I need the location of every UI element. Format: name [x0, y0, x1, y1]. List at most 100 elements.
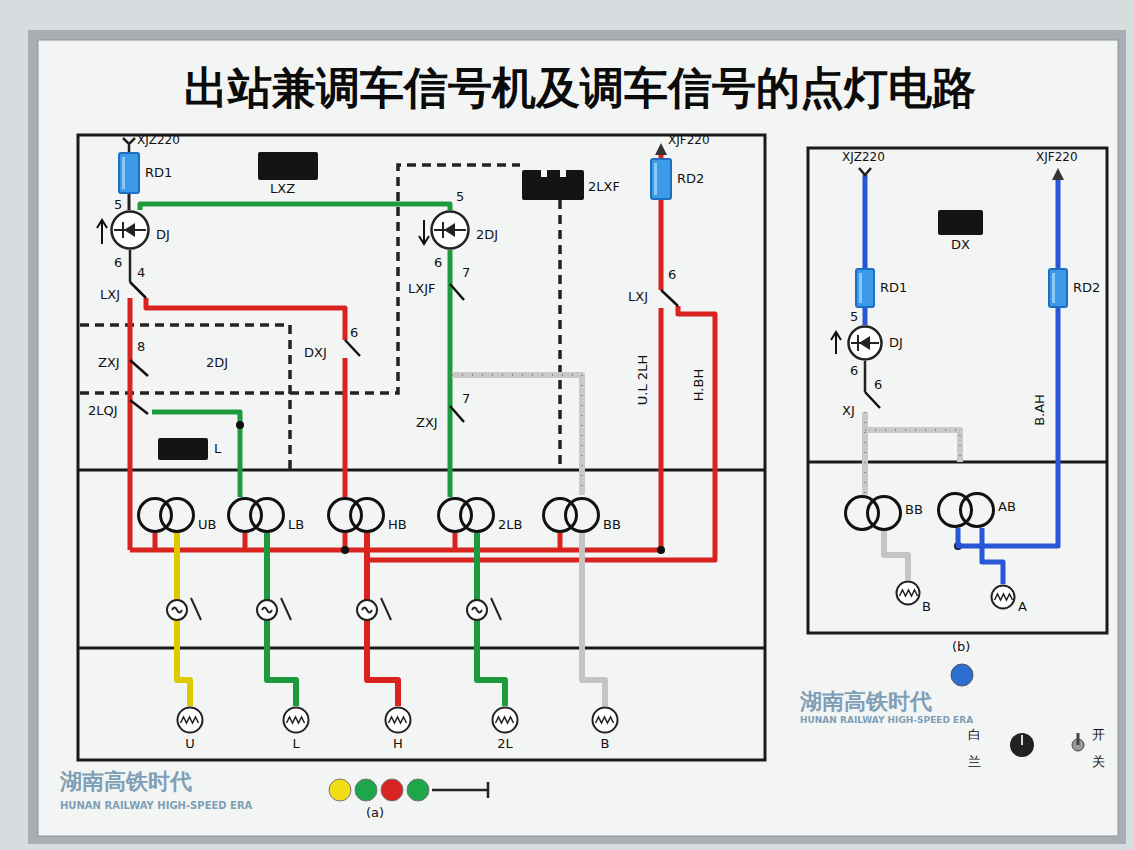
node-label: B — [922, 600, 931, 614]
shape-outline — [650, 158, 672, 200]
lamp-bulb — [284, 708, 309, 733]
fuse-body — [119, 153, 139, 193]
indicator-mark — [172, 598, 501, 620]
transformer-symbol: LB — [227, 497, 285, 533]
signal-label: 7 — [462, 392, 470, 406]
selector-knob — [1010, 733, 1034, 757]
lamp-filament — [995, 594, 1013, 600]
fuse-body — [1049, 269, 1067, 307]
block-body — [522, 170, 584, 200]
shape-outline — [895, 580, 921, 606]
block-notch — [560, 170, 566, 177]
shape-outline — [176, 706, 204, 734]
lamp-bulb — [386, 708, 411, 733]
node-label: RD1 — [145, 166, 172, 180]
shape-outline — [227, 497, 285, 533]
lamp-bulb — [897, 582, 920, 605]
coil-circle — [432, 212, 469, 249]
signal-label: LXJ — [100, 288, 120, 302]
transformer-symbol: HB — [327, 497, 385, 533]
node-label: DJ — [156, 228, 170, 242]
fuse-shine — [859, 273, 862, 303]
shape-outline — [938, 210, 983, 235]
signal-label: 5 — [456, 190, 464, 204]
diagram-title: 出站兼调车信号机及调车信号的点灯电路 — [40, 62, 1120, 115]
shape-outline — [430, 210, 470, 250]
lamp-symbol: A — [990, 584, 1016, 610]
shape-outline — [327, 497, 385, 533]
shape-outline — [1048, 268, 1068, 308]
node-label: DJ — [889, 336, 903, 350]
watermark-text: 湖南高铁时代 — [800, 690, 932, 714]
signal-label: 8 — [137, 340, 145, 354]
signal-label: 6 — [850, 364, 858, 378]
signal-label: 6 — [668, 268, 676, 282]
green-wire — [152, 250, 450, 497]
node-label: RD2 — [1073, 281, 1100, 295]
signal-label: DXJ — [304, 346, 327, 360]
fuse-box: RD2 — [650, 158, 672, 200]
signal-label: 6 — [350, 326, 358, 340]
transformer-symbol: 2LB — [437, 497, 495, 533]
fuse-shine — [654, 163, 657, 195]
shape-outline — [384, 706, 412, 734]
junction-dot — [341, 546, 349, 554]
signal-label: LXJ — [628, 290, 648, 304]
signal-label: 6 — [114, 256, 122, 270]
lamp-filament — [900, 590, 918, 596]
winding — [461, 499, 494, 532]
coil-mark — [434, 222, 466, 238]
wire-dots — [452, 375, 960, 495]
shape-outline — [522, 170, 584, 200]
board-face — [38, 40, 1118, 836]
coil-arrow — [444, 223, 455, 237]
signal-label: 7 — [462, 266, 470, 280]
lamp-symbol: H — [384, 706, 412, 734]
dashed-wire — [80, 165, 560, 470]
signal-label: 白 — [968, 728, 981, 742]
signal-label: 5 — [114, 198, 122, 212]
relay-contact — [130, 282, 880, 422]
lamp-bulb — [992, 586, 1015, 609]
lamp-filament — [389, 717, 407, 723]
node-label: L — [214, 442, 221, 456]
signal-label: 兰 — [968, 755, 981, 769]
signal-label: 2DJ — [206, 356, 228, 370]
wire-connector — [958, 308, 1058, 546]
lamp-button — [355, 779, 377, 801]
lamp-symbol: B — [895, 580, 921, 606]
node-label: B — [580, 737, 630, 751]
node-label: RD1 — [880, 281, 907, 295]
black-wire — [123, 138, 871, 392]
wire-connector — [982, 528, 1003, 584]
black-block: LXZ — [258, 152, 318, 180]
indicator-group — [167, 600, 487, 620]
lamp-filament — [496, 717, 514, 723]
node-label: L — [271, 737, 321, 751]
shape-outline — [258, 152, 318, 180]
signal-label: XJF220 — [668, 134, 710, 147]
button-bar — [432, 782, 488, 798]
signal-label: 4 — [137, 266, 145, 280]
shape-outline — [855, 268, 875, 308]
node-label: DX — [936, 238, 986, 252]
signal-label: (a) — [366, 806, 384, 820]
transformer-symbol: AB — [937, 492, 995, 528]
signal-label: ZXJ — [98, 356, 120, 370]
panel-b-border — [808, 148, 1107, 633]
node-label: H — [373, 737, 423, 751]
watermark-text: HUNAN RAILWAY HIGH-SPEED ERA — [800, 716, 973, 726]
shape-outline — [847, 325, 883, 361]
wire-connector — [582, 533, 605, 706]
signal-label: XJZ220 — [137, 134, 180, 147]
current-arrow — [97, 220, 841, 354]
lamp-symbol: U — [176, 706, 204, 734]
signal-label: XJ — [842, 404, 855, 418]
coil-mark — [851, 335, 879, 351]
coil-arrow — [859, 336, 870, 350]
winding — [161, 499, 194, 532]
signal-label: XJZ220 — [842, 151, 885, 164]
shape-outline — [437, 497, 495, 533]
